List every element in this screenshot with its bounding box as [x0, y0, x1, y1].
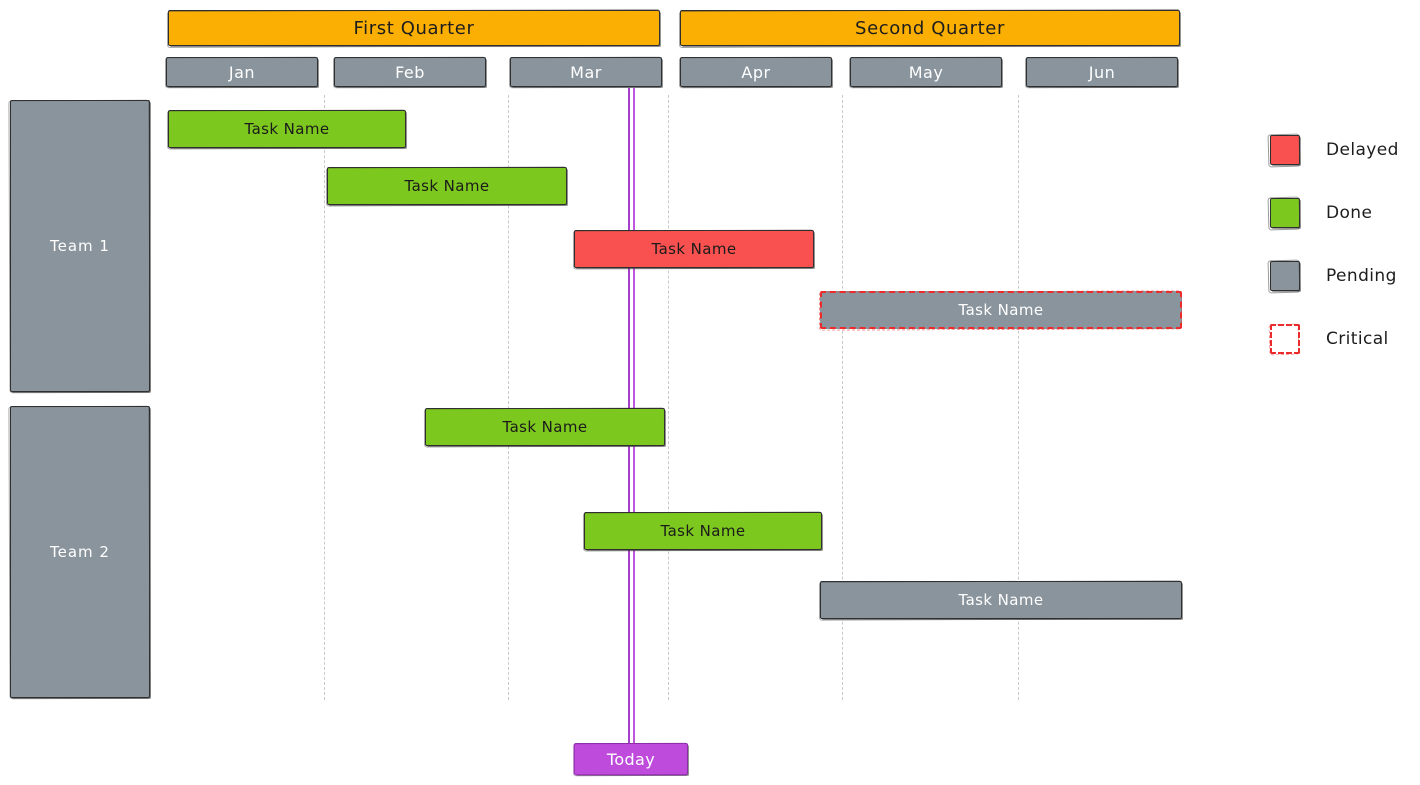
legend-label: Done: [1326, 202, 1373, 223]
month-label: May: [908, 62, 944, 82]
legend-item-delayed: Delayed: [1270, 118, 1420, 181]
gridline-jun: [1018, 95, 1019, 700]
month-header-jun: Jun: [1026, 57, 1178, 87]
gridline-may: [842, 95, 843, 700]
section-label-team-2: Team 2: [10, 406, 150, 698]
task-bar[interactable]: Task Name: [327, 167, 567, 205]
section-label-text: Team 1: [50, 237, 110, 255]
task-bar[interactable]: Task Name: [425, 408, 665, 446]
legend-label: Critical: [1326, 328, 1389, 349]
legend: Delayed Done Pending Critical: [1270, 118, 1420, 370]
legend-item-done: Done: [1270, 181, 1420, 244]
section-label-text: Team 2: [50, 543, 110, 561]
delayed-swatch-icon: [1270, 134, 1300, 165]
month-label: Mar: [570, 62, 602, 82]
quarter-label: First Quarter: [353, 17, 475, 39]
legend-item-pending: Pending: [1270, 244, 1420, 307]
month-label: Feb: [395, 62, 425, 82]
task-bar[interactable]: Task Name: [820, 291, 1182, 329]
done-swatch-icon: [1270, 197, 1300, 228]
task-label: Task Name: [651, 240, 737, 258]
month-header-apr: Apr: [680, 57, 832, 87]
quarter-label: Second Quarter: [855, 17, 1005, 39]
gridline-apr: [668, 95, 669, 700]
legend-label: Pending: [1326, 265, 1397, 286]
month-label: Jun: [1088, 62, 1116, 82]
task-label: Task Name: [958, 591, 1044, 609]
task-bar[interactable]: Task Name: [168, 110, 406, 148]
task-label: Task Name: [958, 301, 1044, 319]
quarter-header-first: First Quarter: [168, 10, 660, 46]
task-label: Task Name: [502, 418, 588, 436]
task-bar[interactable]: Task Name: [584, 512, 822, 550]
month-header-feb: Feb: [334, 57, 486, 87]
month-header-mar: Mar: [510, 57, 662, 87]
task-bar[interactable]: Task Name: [820, 581, 1182, 619]
section-label-team-1: Team 1: [10, 100, 150, 392]
month-label: Apr: [741, 62, 771, 82]
task-label: Task Name: [660, 522, 746, 540]
gridline-feb: [324, 95, 325, 700]
today-marker-label: Today: [574, 743, 688, 775]
month-header-jan: Jan: [166, 57, 318, 87]
month-label: Jan: [228, 62, 256, 82]
legend-label: Delayed: [1326, 139, 1399, 160]
task-bar[interactable]: Task Name: [574, 230, 814, 268]
legend-item-critical: Critical: [1270, 307, 1420, 370]
task-label: Task Name: [244, 120, 330, 138]
quarter-header-second: Second Quarter: [680, 10, 1180, 46]
task-label: Task Name: [404, 177, 490, 195]
pending-swatch-icon: [1270, 260, 1300, 291]
gridline-mar: [508, 95, 509, 700]
today-text: Today: [606, 749, 656, 769]
critical-swatch-icon: [1270, 323, 1300, 354]
month-header-may: May: [850, 57, 1002, 87]
